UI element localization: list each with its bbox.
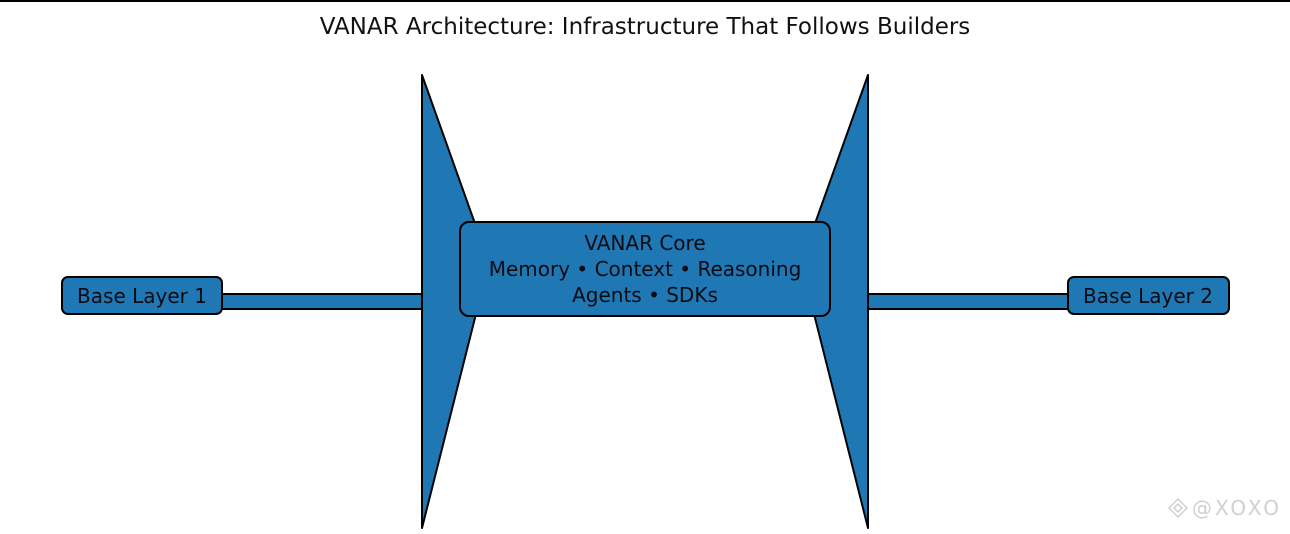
watermark-text: @XOXO (1191, 496, 1282, 520)
core-tools: Agents • SDKs (572, 283, 718, 307)
core-title: VANAR Core (584, 231, 705, 255)
top-border (0, 0, 1290, 2)
diagram-title: VANAR Architecture: Infrastructure That … (319, 14, 971, 40)
connector-left (214, 293, 428, 310)
watermark: @XOXO (1167, 496, 1282, 520)
diamond-logo-icon (1167, 498, 1188, 518)
base-layer-2-label: Base Layer 2 (1083, 284, 1213, 308)
core-capabilities: Memory • Context • Reasoning (489, 257, 802, 281)
base-layer-2-node[interactable]: Base Layer 2 (1067, 276, 1230, 315)
base-layer-1-label: Base Layer 1 (77, 284, 207, 308)
connector-right (862, 293, 1076, 310)
base-layer-1-node[interactable]: Base Layer 1 (61, 276, 223, 315)
core-node[interactable]: VANAR Core Memory • Context • Reasoning … (459, 221, 831, 317)
